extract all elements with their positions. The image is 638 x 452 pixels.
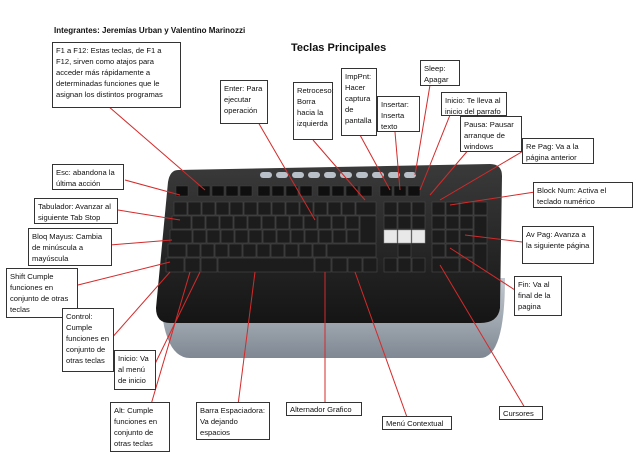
label-av-pag: Av Pag: Avanza a la siguiente página (522, 226, 594, 264)
label-bloq-mayus: Bloq Mayus: Cambia de minúscula a mayúsc… (28, 228, 112, 266)
label-menu-contextual: Menú Contextual (382, 416, 452, 430)
diagram-title: Teclas Principales (291, 42, 387, 54)
label-insertar: Insertar: Inserta texto (377, 96, 420, 132)
label-alt: Alt: Cumple funciones en conjunto de otr… (110, 402, 170, 452)
label-imp-pnt: ImpPnt: Hacer captura de pantalla (341, 68, 377, 136)
label-fin: Fin: Va al final de la pagina (514, 276, 562, 316)
label-enter: Enter: Para ejecutar operación (220, 80, 268, 124)
label-alternador: Alternador Grafico (286, 402, 362, 416)
label-inicio-parrafo: Inicio: Te lleva al inicio del parrafo (441, 92, 507, 116)
keyboard-image (156, 164, 505, 358)
label-re-pag: Re Pag: Va a la página anterior (522, 138, 594, 164)
label-pausa: Pausa: Pausar arranque de windows (460, 116, 522, 152)
label-esc: Esc: abandona la última acción (52, 164, 124, 190)
label-block-num: Block Num: Activa el teclado numérico (533, 182, 633, 208)
label-cursores: Cursores (499, 406, 543, 420)
label-barra: Barra Espaciadora: Va dejando espacios (196, 402, 270, 440)
label-f1-f12: F1 a F12: Estas teclas, de F1 a F12, sir… (52, 42, 181, 108)
label-tabulador: Tabulador: Avanzar al siguiente Tab Stop (34, 198, 118, 224)
label-control: Control: Cumple funciones en conjunto de… (62, 308, 114, 372)
label-sleep: Sleep: Apagar (420, 60, 460, 86)
label-retroceso: Retroceso: Borra hacia la izquierda (293, 82, 334, 140)
authors-label: Integrantes: Jeremías Urban y Valentino … (54, 26, 246, 35)
label-inicio-menu: Inicio: Va al menú de inicio (114, 350, 156, 390)
